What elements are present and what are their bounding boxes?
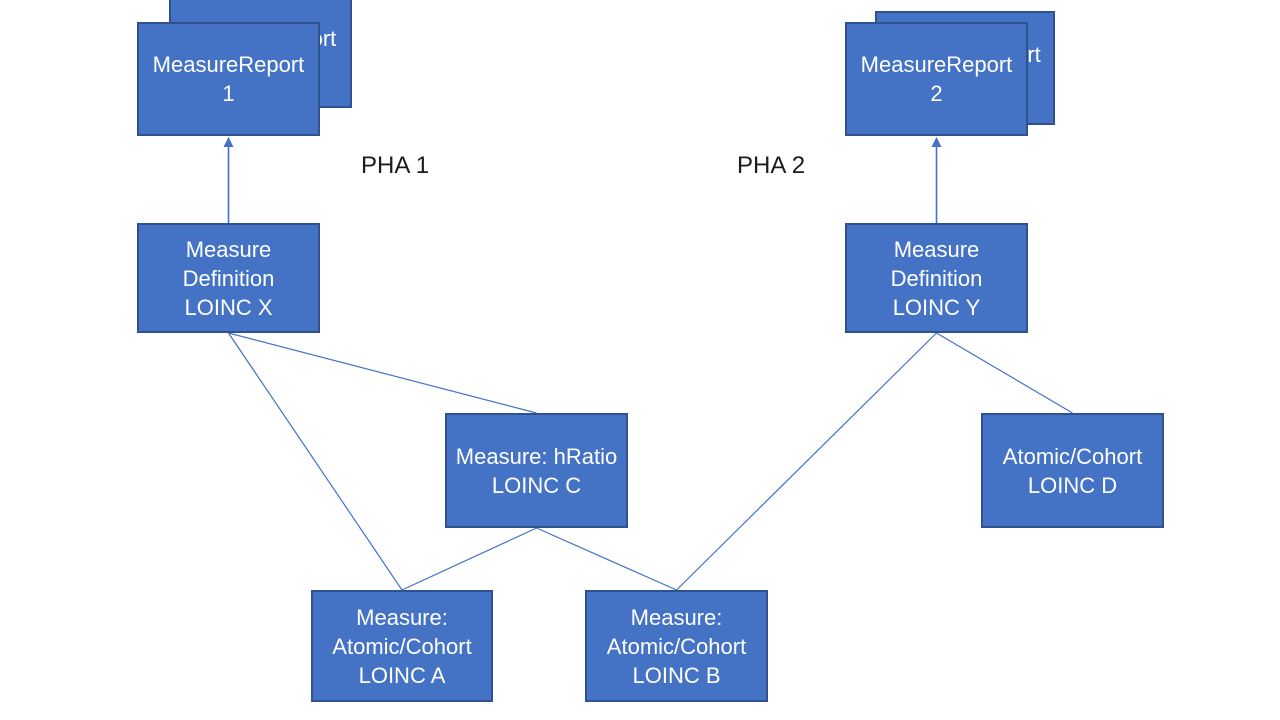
node-measure-definition-loinc-x: Measure Definition LOINC X: [137, 223, 320, 333]
node-label: Measure: [185, 236, 272, 262]
connector-def_y-atomic_b: [676, 332, 937, 591]
node-label: LOINC C: [491, 472, 582, 498]
node-label: Measure:: [630, 604, 723, 630]
connector-hratio_c-atomic_b: [536, 527, 677, 591]
connector-hratio_c-atomic_a: [401, 527, 537, 591]
node-label: Measure: hRatio: [455, 443, 618, 469]
pha-2-label: PHA 2: [737, 152, 806, 179]
node-label: MeasureReport: [152, 52, 305, 77]
pha-1-label: PHA 1: [361, 152, 430, 179]
node-label: 1: [222, 81, 235, 106]
node-label: LOINC B: [632, 662, 721, 688]
connector-def_x-atomic_a: [228, 332, 403, 591]
node-measure-hratio-loinc-c: Measure: hRatio LOINC C: [445, 413, 628, 528]
node-measure-definition-loinc-y: Measure Definition LOINC Y: [845, 223, 1028, 333]
node-measure-report-1: MeasureReport 1: [137, 22, 320, 136]
node-label: Atomic/Cohort: [1002, 443, 1143, 469]
node-atomic-cohort-loinc-d: Atomic/Cohort LOINC D: [981, 413, 1164, 528]
node-measure-report-2: MeasureReport 2: [845, 22, 1028, 136]
node-label: MeasureReport: [860, 52, 1013, 77]
node-label: Measure: [893, 236, 980, 262]
node-label: LOINC A: [358, 662, 446, 688]
node-measure-atomic-cohort-loinc-a: Measure: Atomic/Cohort LOINC A: [311, 590, 493, 702]
node-measure-atomic-cohort-loinc-b: Measure: Atomic/Cohort LOINC B: [585, 590, 768, 702]
node-label: Atomic/Cohort: [332, 633, 472, 659]
node-label: LOINC D: [1027, 472, 1118, 498]
node-label: 2: [930, 81, 943, 106]
node-label: LOINC Y: [892, 294, 981, 320]
connector-def_y-atomic_d: [936, 332, 1073, 414]
node-label: Atomic/Cohort: [606, 633, 747, 659]
node-label: Definition: [182, 265, 275, 291]
connector-def_x-hratio_c: [228, 332, 537, 414]
node-label: Definition: [890, 265, 983, 291]
node-label: LOINC X: [184, 294, 273, 320]
node-label: Measure:: [356, 604, 448, 630]
